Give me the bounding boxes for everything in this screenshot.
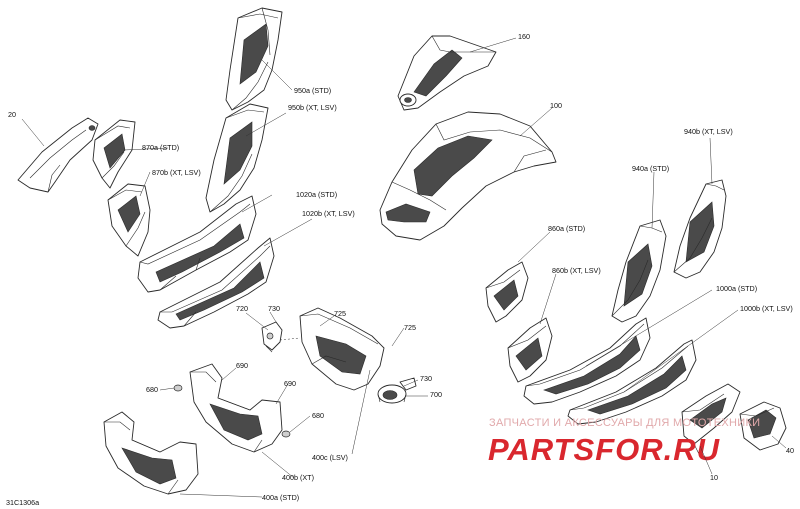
callout-870b: 870b (XT, LSV): [152, 168, 201, 177]
part-860b-panel: [507, 317, 553, 383]
part-1020a-rocker: [137, 195, 257, 293]
callout-950a: 950a (STD): [294, 86, 331, 95]
watermark-brand: PARTSFOR.RU: [488, 432, 721, 467]
callout-725-lower: 725: [404, 323, 416, 332]
part-950a-panel: [225, 7, 283, 111]
part-20-panel: [17, 117, 99, 193]
callout-160: 160: [518, 32, 530, 41]
callout-940a: 940a (STD): [632, 164, 669, 173]
part-940a-panel: [611, 219, 667, 323]
callout-20: 20: [8, 110, 16, 119]
part-680-grommet-b: [281, 430, 291, 438]
part-10-bracket: [681, 383, 741, 461]
callout-680-left: 680: [146, 385, 158, 394]
callout-690-right: 690: [284, 379, 296, 388]
part-870a-panel: [92, 119, 136, 189]
watermark: ЗАПЧАСТИ И АКСЕССУАРЫ ДЛЯ МОТОТЕХНИКИ PA…: [488, 417, 760, 467]
callout-10: 10: [710, 473, 718, 482]
part-720-latch: [261, 321, 283, 353]
callout-730-lower: 730: [420, 374, 432, 383]
callout-720: 720: [236, 304, 248, 313]
callout-870a: 870a (STD): [142, 143, 179, 152]
callout-labels: 20 870a (STD) 870b (XT, LSV) 950a (STD) …: [6, 32, 794, 507]
callout-680-right: 680: [312, 411, 324, 420]
callout-40: 40: [786, 446, 794, 455]
callout-725-upper: 725: [334, 309, 346, 318]
callout-1000b: 1000b (XT, LSV): [740, 304, 793, 313]
part-400b-panel: [189, 363, 283, 453]
leader-lines: [21, 37, 787, 498]
callout-940b: 940b (XT, LSV): [684, 127, 733, 136]
callout-950b: 950b (XT, LSV): [288, 103, 337, 112]
part-400c-panel: [279, 307, 385, 391]
callout-1020b: 1020b (XT, LSV): [302, 209, 355, 218]
part-100-hood: [379, 111, 557, 241]
part-700-round: [377, 377, 417, 404]
callout-400b: 400b (XT): [282, 473, 314, 482]
callout-860b: 860b (XT, LSV): [552, 266, 601, 275]
callout-400c: 400c (LSV): [312, 453, 348, 462]
callout-100: 100: [550, 101, 562, 110]
part-160-cap: [397, 35, 497, 111]
part-860a-panel: [485, 261, 529, 323]
part-950b-panel: [205, 103, 269, 213]
callout-1020a: 1020a (STD): [296, 190, 337, 199]
callout-400a: 400a (STD): [262, 493, 299, 502]
part-680-grommet-a: [173, 384, 183, 392]
part-940b-panel: [673, 179, 727, 279]
part-400a-panel: [103, 411, 199, 495]
callout-700: 700: [430, 390, 442, 399]
watermark-subtitle: ЗАПЧАСТИ И АКСЕССУАРЫ ДЛЯ МОТОТЕХНИКИ: [489, 417, 760, 429]
callout-860a: 860a (STD): [548, 224, 585, 233]
callout-1000a: 1000a (STD): [716, 284, 757, 293]
figure-code: 31C1306a: [6, 498, 39, 507]
callout-690-left: 690: [236, 361, 248, 370]
part-870b-panel: [107, 183, 151, 257]
part-1020b-rocker: [157, 237, 275, 329]
callout-730-upper: 730: [268, 304, 280, 313]
part-1000a-rocker: [523, 317, 651, 405]
